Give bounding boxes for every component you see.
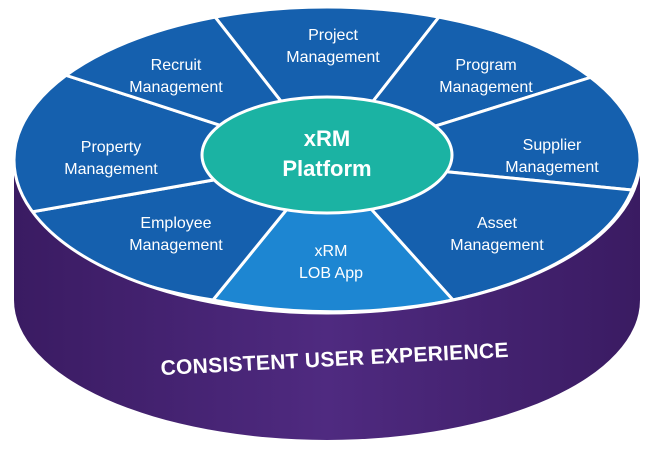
segment-label-supplier-line2: Management	[505, 159, 599, 176]
segment-label-employee-line1: Employee	[140, 215, 211, 232]
segment-label-program-line1: Program	[455, 57, 516, 74]
segment-label-recruit-line2: Management	[129, 79, 223, 96]
segment-wedge-project	[205, 7, 449, 163]
segment-label-asset-line1: Asset	[477, 215, 518, 232]
hub-label-line1: xRM	[304, 126, 350, 151]
segment-label-asset-line2: Management	[450, 237, 544, 254]
disc-rim	[12, 5, 642, 315]
hub-label-line2: Platform	[282, 156, 371, 181]
segment-label-xrm-line2: LOB App	[299, 265, 363, 282]
segment-label-supplier-line1: Supplier	[523, 137, 582, 154]
hub-ellipse	[200, 95, 454, 215]
segment-label-property-line1: Property	[81, 139, 141, 156]
segment-label-recruit-line1: Recruit	[151, 57, 202, 74]
segment-label-project-line2: Management	[286, 49, 380, 66]
segment-label-property-line2: Management	[64, 161, 158, 178]
segment-label-employee-line2: Management	[129, 237, 223, 254]
segment-label-project-line1: Project	[308, 27, 358, 44]
segment-label-program-line2: Management	[439, 79, 533, 96]
segment-label-xrm-line1: xRM	[315, 243, 348, 260]
